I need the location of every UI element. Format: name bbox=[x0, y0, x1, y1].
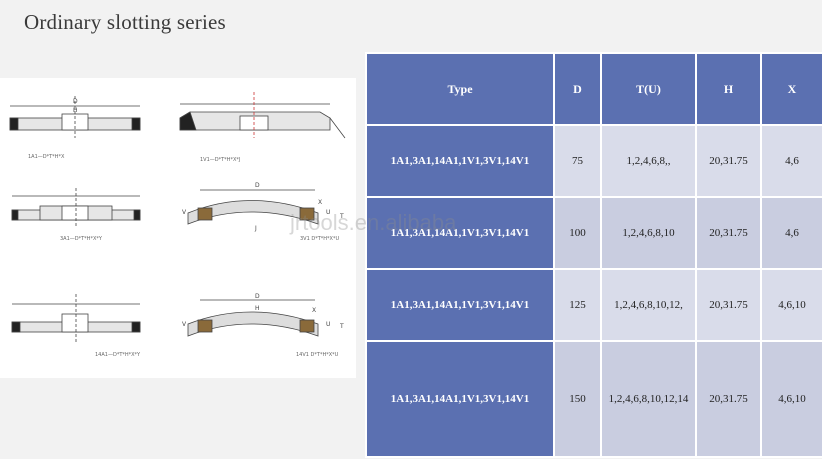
cell-type: 1A1,3A1,14A1,1V1,3V1,14V1 bbox=[365, 268, 555, 342]
caption-1v1: 1V1—D*T*H*X*J bbox=[200, 157, 240, 163]
drawing-1a1: D H 1A1—D*T*H*X bbox=[9, 96, 141, 160]
table-row: 1A1,3A1,14A1,1V1,3V1,14V1 150 1,2,4,6,8,… bbox=[365, 340, 822, 458]
label-j-3v1: J bbox=[254, 225, 257, 232]
spec-table: Type D T(U) H X 1A1,3A1,14A1,1V1,3V1,14V… bbox=[365, 52, 822, 458]
caption-1a1: 1A1—D*T*H*X bbox=[28, 154, 65, 160]
wheel-drawings-panel: D H 1A1—D*T*H*X 1V1—D*T*H*X*J bbox=[0, 78, 356, 378]
label-v-14v1: V bbox=[182, 321, 187, 328]
table-header-row: Type D T(U) H X bbox=[365, 52, 822, 126]
table-row: 1A1,3A1,14A1,1V1,3V1,14V1 125 1,2,4,6,8,… bbox=[365, 268, 822, 342]
label-d: D bbox=[73, 98, 78, 105]
header-x: X bbox=[760, 52, 822, 126]
cell-x: 4,6 bbox=[760, 196, 822, 270]
label-u-14v1: U bbox=[326, 321, 330, 328]
drawing-3a1: 3A1—D*T*H*X*Y bbox=[11, 188, 141, 242]
cell-d: 150 bbox=[553, 340, 602, 458]
cell-type: 1A1,3A1,14A1,1V1,3V1,14V1 bbox=[365, 196, 555, 270]
cell-h: 20,31.75 bbox=[695, 196, 762, 270]
cell-x: 4,6 bbox=[760, 124, 822, 198]
label-t-3v1: T bbox=[339, 213, 344, 220]
caption-3a1: 3A1—D*T*H*X*Y bbox=[60, 236, 103, 242]
cell-h: 20,31.75 bbox=[695, 340, 762, 458]
wheel-drawings: D H 1A1—D*T*H*X 1V1—D*T*H*X*J bbox=[9, 92, 346, 358]
header-h: H bbox=[695, 52, 762, 126]
caption-14v1: 14V1 D*T*H*X*U bbox=[296, 352, 339, 358]
cell-d: 125 bbox=[553, 268, 602, 342]
cell-type: 1A1,3A1,14A1,1V1,3V1,14V1 bbox=[365, 124, 555, 198]
cell-t-u: 1,2,4,6,8,10,12,14 bbox=[600, 340, 697, 458]
label-d-14v1: D bbox=[255, 293, 260, 300]
cell-t-u: 1,2,4,6,8,, bbox=[600, 124, 697, 198]
label-x-14v1: X bbox=[312, 307, 316, 314]
cell-t-u: 1,2,4,6,8,10,12, bbox=[600, 268, 697, 342]
cell-x: 4,6,10 bbox=[760, 340, 822, 458]
label-v-3v1: V bbox=[182, 209, 187, 216]
drawing-14a1: 14A1—D*T*H*X*Y bbox=[11, 294, 141, 358]
cell-h: 20,31.75 bbox=[695, 124, 762, 198]
drawing-1v1: 1V1—D*T*H*X*J bbox=[179, 92, 346, 163]
cell-d: 75 bbox=[553, 124, 602, 198]
label-h: H bbox=[73, 107, 78, 114]
label-h-14v1: H bbox=[255, 305, 260, 312]
drawing-14v1: D H X T U V 14V1 D*T*H*X*U bbox=[182, 293, 344, 358]
page-title: Ordinary slotting series bbox=[24, 10, 226, 34]
label-d-3v1: D bbox=[255, 182, 260, 189]
cell-d: 100 bbox=[553, 196, 602, 270]
label-u-3v1: U bbox=[326, 209, 330, 216]
header-t-u: T(U) bbox=[600, 52, 697, 126]
caption-3v1: 3V1 D*T*H*X*U bbox=[300, 236, 339, 242]
cell-t-u: 1,2,4,6,8,10 bbox=[600, 196, 697, 270]
cell-x: 4,6,10 bbox=[760, 268, 822, 342]
label-t-14v1: T bbox=[339, 323, 344, 330]
cell-type: 1A1,3A1,14A1,1V1,3V1,14V1 bbox=[365, 340, 555, 458]
caption-14a1: 14A1—D*T*H*X*Y bbox=[95, 352, 141, 358]
header-type: Type bbox=[365, 52, 555, 126]
table-row: 1A1,3A1,14A1,1V1,3V1,14V1 75 1,2,4,6,8,,… bbox=[365, 124, 822, 198]
table-row: 1A1,3A1,14A1,1V1,3V1,14V1 100 1,2,4,6,8,… bbox=[365, 196, 822, 270]
cell-h: 20,31.75 bbox=[695, 268, 762, 342]
label-x-3v1: X bbox=[318, 199, 322, 206]
drawing-3v1: D X T J U V 3V1 D*T*H*X*U bbox=[182, 182, 344, 242]
header-d: D bbox=[553, 52, 602, 126]
